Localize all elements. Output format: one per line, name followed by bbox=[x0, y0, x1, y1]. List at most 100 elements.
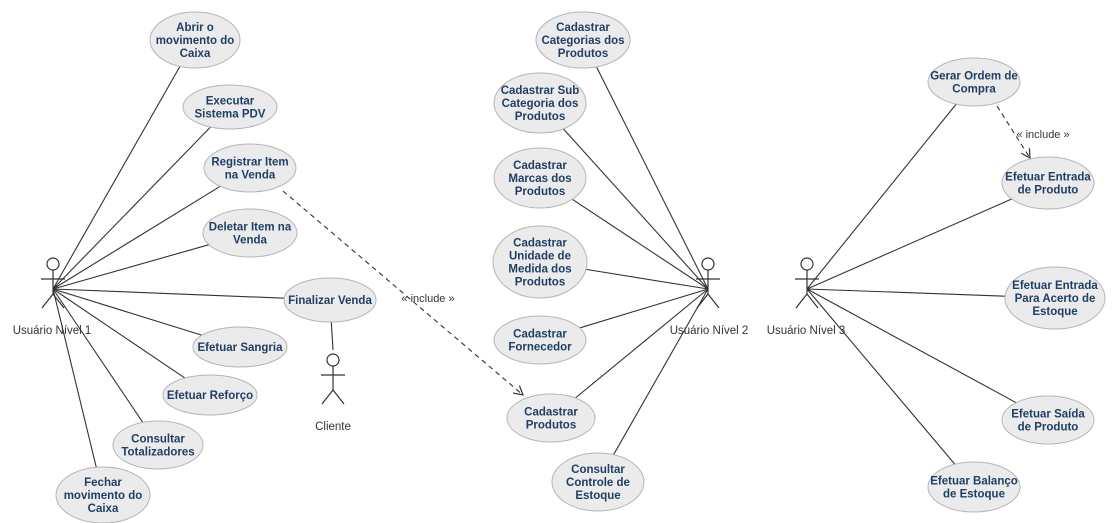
use-case-label-line: Finalizar Venda bbox=[288, 295, 372, 307]
actor-label: Usuário Nível 3 bbox=[767, 325, 846, 337]
actor-head-icon bbox=[800, 257, 814, 271]
association-u1-sangria bbox=[52, 288, 203, 336]
actor-leg bbox=[41, 293, 54, 309]
use-case-label-line: Sistema PDV bbox=[195, 109, 266, 121]
use-case-label-line: Gerar Ordem de bbox=[930, 71, 1018, 83]
use-case-label-line: Efetuar Balanço bbox=[930, 476, 1018, 488]
use-case-label-line: Efetuar Sangria bbox=[198, 342, 284, 354]
use-case-label-line: Estoque bbox=[575, 490, 620, 502]
use-case-label-line: Registrar Item bbox=[211, 157, 288, 169]
use-case-ellipse bbox=[182, 84, 278, 130]
association-u2-unidade bbox=[585, 268, 709, 290]
use-case-finalizar[interactable]: Finalizar Venda bbox=[283, 277, 377, 323]
use-case-label-line: Cadastrar bbox=[524, 407, 578, 419]
use-case-label-line: de Estoque bbox=[943, 489, 1005, 501]
use-case-ellipse bbox=[55, 466, 151, 523]
use-case-label-line: Para Acerto de bbox=[1015, 293, 1096, 305]
use-case-label-line: Cadastrar bbox=[513, 329, 567, 341]
association-u3-acerto bbox=[806, 288, 1006, 297]
association-u1-registrar bbox=[52, 185, 221, 290]
association-cliente-finalizar bbox=[330, 321, 334, 351]
use-case-ellipse bbox=[493, 315, 587, 365]
use-case-ellipse bbox=[492, 225, 588, 299]
actor-leg bbox=[806, 293, 819, 309]
actor-leg bbox=[707, 293, 720, 309]
include-arrow-registrar-produtos bbox=[282, 190, 523, 395]
actor-cliente[interactable] bbox=[321, 353, 345, 405]
use-case-label-line: Executar bbox=[206, 96, 255, 108]
association-u1-reforco bbox=[52, 288, 186, 379]
use-case-ellipse bbox=[927, 57, 1021, 107]
association-u2-produtos bbox=[574, 288, 709, 399]
use-case-label-line: movimento do bbox=[156, 35, 235, 47]
use-case-ellipse bbox=[506, 393, 596, 443]
use-case-label-line: Fornecedor bbox=[508, 342, 572, 354]
association-u3-balanco bbox=[806, 288, 956, 465]
actor-u3[interactable] bbox=[795, 257, 819, 309]
use-case-label-line: Venda bbox=[233, 235, 267, 247]
actor-label: Usuário Nível 2 bbox=[670, 325, 749, 337]
use-case-ellipse bbox=[112, 420, 204, 470]
association-u1-deletar bbox=[52, 244, 210, 290]
use-case-label-line: Controle de bbox=[566, 477, 630, 489]
use-case-label-line: Marcas dos bbox=[508, 173, 571, 185]
use-case-ellipse bbox=[927, 461, 1021, 513]
use-case-ellipse bbox=[1004, 266, 1106, 330]
use-case-label-line: Medida dos bbox=[508, 264, 571, 276]
actor-head-icon bbox=[701, 257, 715, 271]
actor-leg bbox=[321, 389, 334, 405]
use-case-ellipse bbox=[493, 72, 587, 134]
use-case-label-line: Compra bbox=[952, 84, 996, 96]
use-case-ellipse bbox=[162, 374, 258, 416]
use-case-label-line: Efetuar Saída bbox=[1011, 409, 1085, 421]
use-case-label-line: Caixa bbox=[180, 48, 211, 60]
use-case-label-line: na Venda bbox=[225, 170, 276, 182]
association-u1-fechar bbox=[52, 288, 97, 468]
actor-leg bbox=[696, 293, 709, 309]
use-case-label-line: Produtos bbox=[526, 420, 576, 432]
use-case-label-line: Fechar bbox=[84, 477, 122, 489]
association-u2-categorias bbox=[595, 66, 709, 290]
use-case-label-line: Deletar Item na bbox=[209, 222, 292, 234]
actor-leg bbox=[52, 293, 65, 309]
association-u1-finalizar bbox=[52, 288, 285, 299]
use-case-ellipse bbox=[1001, 395, 1095, 445]
use-case-sangria[interactable]: Efetuar Sangria bbox=[192, 326, 288, 368]
actor-head-icon bbox=[46, 257, 60, 271]
use-case-label-line: Categorias dos bbox=[541, 35, 624, 47]
actor-label: Usuário Nível 1 bbox=[13, 325, 92, 337]
use-case-label-line: movimento do bbox=[64, 490, 143, 502]
use-case-label-line: Efetuar Entrada bbox=[1005, 172, 1091, 184]
use-case-ellipse bbox=[203, 143, 297, 193]
actor-u2[interactable] bbox=[696, 257, 720, 309]
use-case-label-line: Totalizadores bbox=[121, 447, 194, 459]
use-case-label-line: Abrir o bbox=[176, 22, 214, 34]
use-case-reforco[interactable]: Efetuar Reforço bbox=[162, 374, 258, 416]
use-case-ellipse bbox=[202, 208, 298, 258]
use-case-label-line: Produtos bbox=[515, 277, 565, 289]
use-case-label-line: Produtos bbox=[558, 48, 608, 60]
association-u2-subcategoria bbox=[562, 128, 709, 290]
actor-u1[interactable] bbox=[41, 257, 65, 309]
include-label: « include » bbox=[1016, 129, 1069, 141]
use-case-label-line: Cadastrar bbox=[513, 160, 567, 172]
